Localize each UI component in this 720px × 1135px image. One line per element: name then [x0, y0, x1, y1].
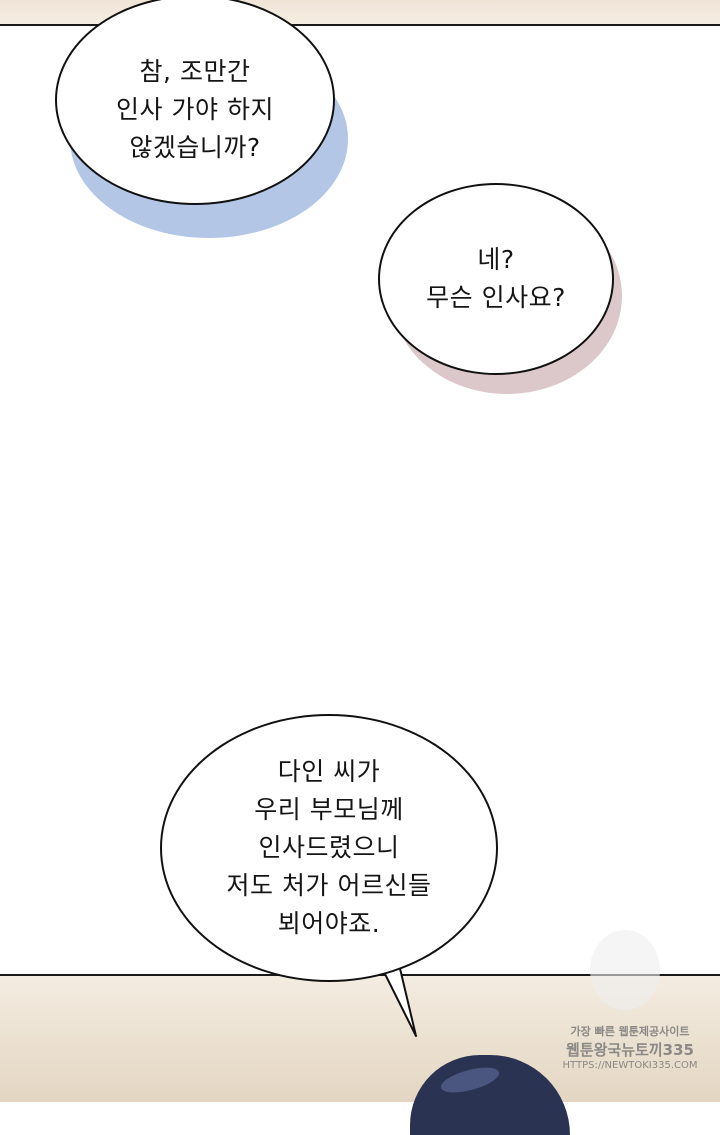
bubble-3-line: 다인 씨가 [277, 757, 381, 786]
watermark-line-1: 가장 빠른 웹툰제공사이트 [570, 1025, 690, 1038]
bubble-1-text: 참, 조만간 인사 가야 하지 않겠습니까? [116, 33, 274, 167]
bubble-3-line: 인사드렸으니 [258, 833, 400, 862]
bubble-3-line: 뵈어야죠. [277, 909, 381, 938]
speech-bubble-2: 네? 무슨 인사요? [378, 183, 614, 375]
speech-bubble-3: 다인 씨가 우리 부모님께 인사드렸으니 저도 처가 어르신들 뵈어야죠. [160, 714, 498, 982]
bubble-2-line: 네? [477, 245, 515, 274]
site-watermark: 가장 빠른 웹툰제공사이트 웹툰왕국뉴토끼335 HTTPS://NEWTOKI… [555, 1023, 705, 1071]
watermark-line-2: 웹툰왕국뉴토끼335 [566, 1041, 694, 1059]
bubble-3-line: 저도 처가 어르신들 [226, 871, 432, 900]
bubble-3-text: 다인 씨가 우리 부모님께 인사드렸으니 저도 처가 어르신들 뵈어야죠. [227, 753, 432, 943]
watermark-mascot-figure [590, 930, 660, 1010]
bubble-1-line: 않겠습니까? [129, 133, 261, 162]
bubble-3-line: 우리 부모님께 [254, 795, 404, 824]
bubble-1-line: 인사 가야 하지 [116, 95, 274, 124]
speech-bubble-1: 참, 조만간 인사 가야 하지 않겠습니까? [55, 0, 335, 205]
watermark-line-3: HTTPS://NEWTOKI335.COM [562, 1060, 698, 1071]
bubble-2-line: 무슨 인사요? [426, 283, 566, 312]
bubble-1-line: 참, 조만간 [139, 57, 251, 86]
bubble-2-text: 네? 무슨 인사요? [426, 241, 566, 317]
